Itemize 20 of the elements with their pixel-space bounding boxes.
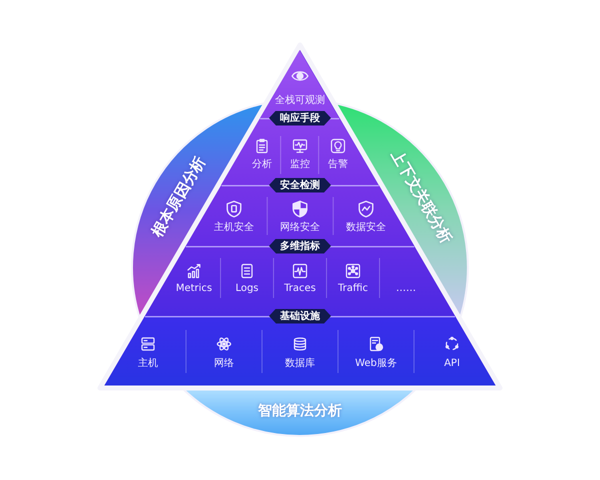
item-label: 网络安全 [280,222,320,234]
item-label: API [444,358,460,370]
item-label: 主机 [138,358,158,370]
item-label: 告警 [328,159,348,171]
item-label: 网络 [214,358,234,370]
item-label: 数据安全 [346,222,386,234]
apex-label: 全栈可观测 [274,95,325,107]
item-label: 监控 [290,159,310,171]
segment-label: 根本原因分析 [148,154,210,241]
item-label: …… [396,283,416,295]
item-label: Web服务 [355,358,397,370]
item-label: Traces [284,283,316,295]
item-label: 数据库 [285,358,315,370]
item-label: 主机安全 [214,222,254,234]
segment-label: 上下文关联分析 [387,148,455,248]
item-label: Logs [235,283,259,295]
segment-label: 智能算法分析 [258,402,342,420]
item-label: Metrics [176,283,212,295]
item-label: Traffic [338,283,368,295]
item-label: 分析 [252,159,272,171]
